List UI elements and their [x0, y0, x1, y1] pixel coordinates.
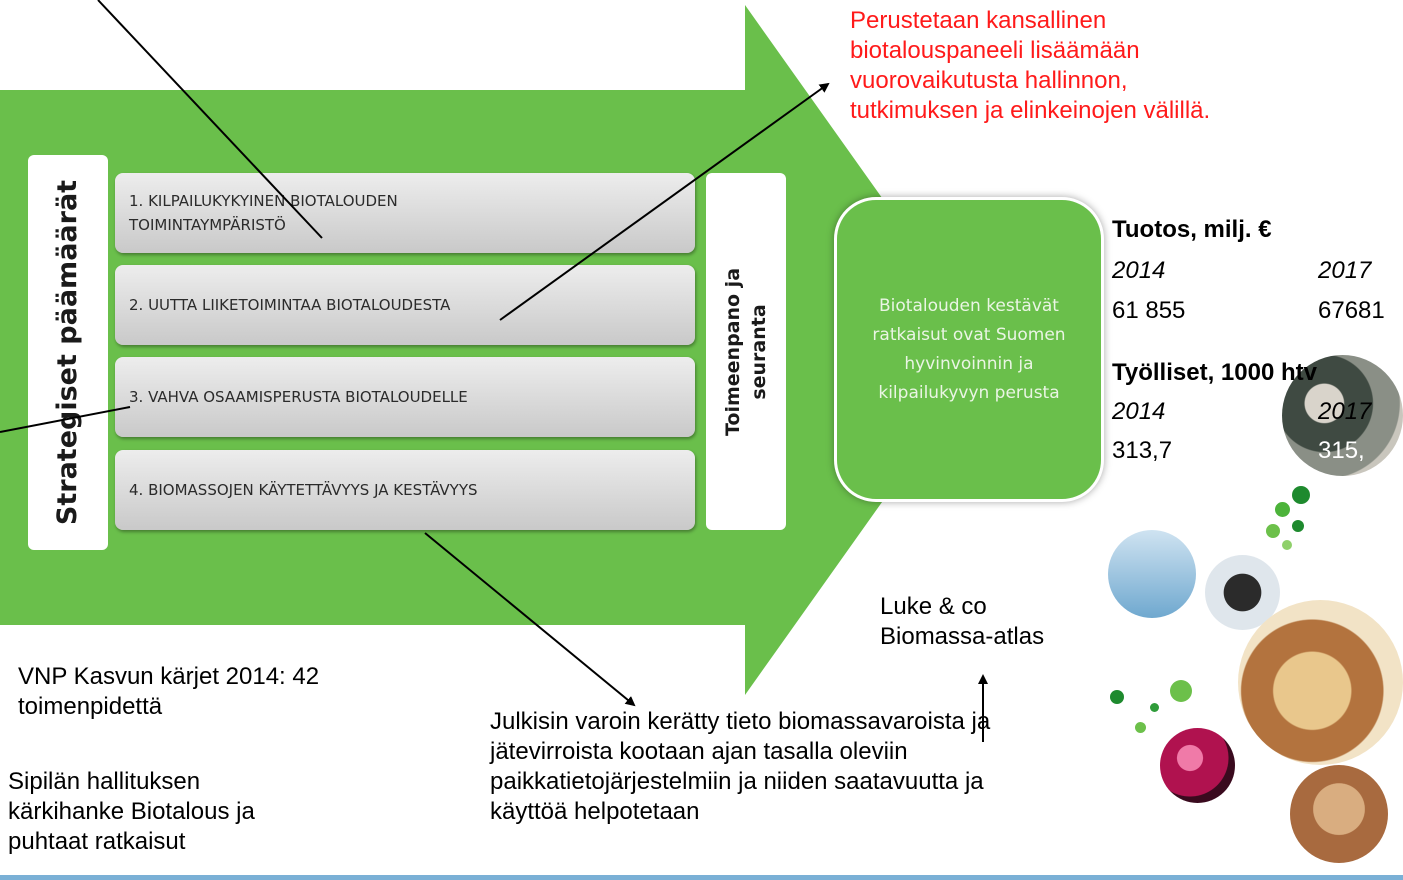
vnp-label: VNP Kasvun kärjet 2014: 42 toimenpidettä: [18, 663, 320, 720]
food-photo-circle: [1238, 600, 1403, 765]
result-text: Biotalouden kestävät ratkaisut ovat Suom…: [872, 295, 1066, 403]
green-dot: [1266, 524, 1280, 538]
bottom-paragraph: Julkisin varoin kerätty tieto biomassava…: [490, 708, 991, 825]
output-year-b: 2017: [1318, 257, 1372, 284]
implementation-label-line1: Toimeenpano ja: [722, 267, 744, 436]
employment-title: Työlliset, 1000 htv: [1112, 359, 1317, 386]
berries-photo-circle: [1160, 728, 1235, 803]
green-dot: [1135, 722, 1146, 733]
luke-label: Luke & co Biomassa-atlas: [880, 593, 1045, 650]
goal-4-line1: 4. BIOMASSOJEN KÄYTETTÄVYYS JA KESTÄVYYS: [129, 481, 478, 499]
goal-3-line1: 3. VAHVA OSAAMISPERUSTA BIOTALOUDELLE: [129, 388, 468, 406]
goal-1: 1. KILPAILUKYKYINEN BIOTALOUDEN TOIMINTA…: [115, 173, 695, 253]
output-year-a: 2014: [1112, 257, 1166, 284]
implementation-label: Toimeenpano ja seuranta: [706, 173, 786, 530]
goal-2: 2. UUTTA LIIKETOIMINTAA BIOTALOUDESTA: [115, 265, 695, 345]
employment-year-b: 2017: [1318, 398, 1372, 425]
green-dot: [1292, 486, 1310, 504]
green-dot: [1282, 540, 1292, 550]
employment-value-b: 315,: [1318, 437, 1365, 464]
green-dot: [1150, 703, 1159, 712]
goal-3: 3. VAHVA OSAAMISPERUSTA BIOTALOUDELLE: [115, 357, 695, 437]
result-box: Biotalouden kestävät ratkaisut ovat Suom…: [834, 197, 1104, 502]
goal-4: 4. BIOMASSOJEN KÄYTETTÄVYYS JA KESTÄVYYS: [115, 450, 695, 530]
goal-1-line1: 1. KILPAILUKYKYINEN BIOTALOUDEN: [129, 192, 398, 210]
employment-year-a: 2014: [1112, 398, 1166, 425]
sipila-label: Sipilän hallituksen kärkihanke Biotalous…: [8, 768, 255, 855]
goal-1-line2: TOIMINTAYMPÄRISTÖ: [129, 216, 286, 234]
green-dot: [1170, 680, 1192, 702]
bottom-bar: [0, 875, 1403, 880]
green-dot: [1110, 690, 1124, 704]
implementation-label-line2: seuranta: [748, 303, 770, 400]
strategic-goals-label: Strategiset päämäärät: [28, 155, 108, 550]
bread-photo-circle: [1290, 765, 1388, 863]
output-title: Tuotos, milj. €: [1112, 216, 1272, 243]
brochure-photo-circle: [1108, 530, 1196, 618]
output-value-a: 61 855: [1112, 297, 1186, 324]
red-note: Perustetaan kansallinen biotalouspaneeli…: [850, 7, 1211, 124]
green-dot: [1275, 502, 1290, 517]
employment-value-a: 313,7: [1112, 437, 1173, 464]
people-photo-circle: [1282, 355, 1403, 476]
output-value-b: 67681: [1318, 297, 1385, 324]
green-dot: [1292, 520, 1304, 532]
goal-2-line1: 2. UUTTA LIIKETOIMINTAA BIOTALOUDESTA: [129, 296, 451, 314]
